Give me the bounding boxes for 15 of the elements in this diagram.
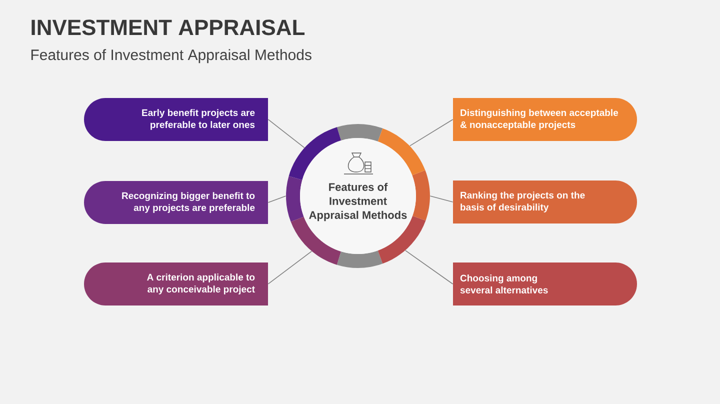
feature-box: Ranking the projects on the basis of desirability	[453, 180, 637, 224]
title: INVESTMENT APPRAISAL	[32, 20, 305, 36]
connector-line	[410, 119, 454, 146]
feature-box: Early benefit projects are preferable to later ones	[84, 98, 268, 141]
feature-box: Choosing among several alternatives	[453, 262, 637, 306]
feature-box: A criterion applicable to any conceivable project	[84, 262, 268, 306]
connector-line	[430, 196, 454, 202]
node-label: Features of Investment Appraisal Methods	[309, 182, 407, 222]
connector-line	[268, 196, 286, 203]
feature-box: Distinguishing between acceptable & nonacceptable projects	[453, 98, 637, 141]
subtitle: Features of Investment Appraisal Methods	[31, 49, 312, 64]
connector-line	[268, 250, 312, 284]
connector-line	[268, 119, 305, 148]
feature-box: Recognizing bigger benefit to any projects are preferable	[84, 181, 268, 224]
connector-line	[404, 250, 454, 284]
